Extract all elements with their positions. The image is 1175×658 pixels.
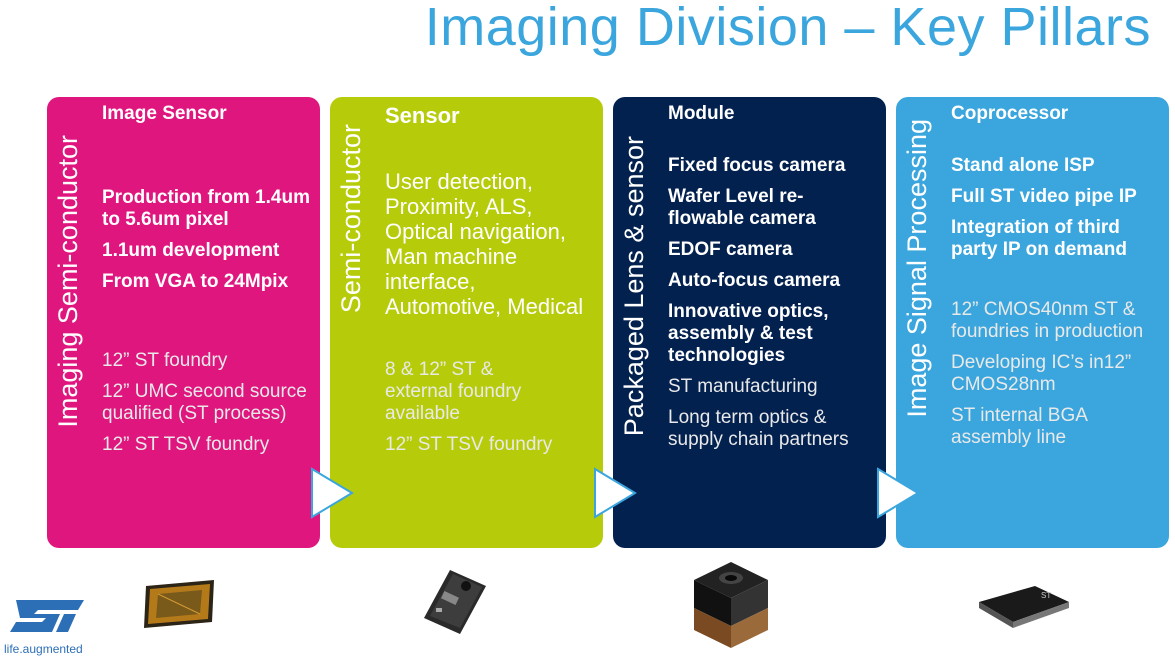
logo-tagline: life.augmented [4,642,83,656]
svg-text:ST: ST [1041,591,1051,600]
pillar-content: Coprocessor Stand alone ISP Full ST vide… [951,103,1161,449]
primary-item: Integration of third party IP on demand [951,217,1127,260]
page-title: Imaging Division – Key Pillars [424,0,1151,57]
chevron-right-icon [594,467,637,519]
chevron-right-icon [311,467,354,519]
secondary-item: Developing IC’s in12” CMOS28nm [951,352,1132,395]
image-sensor-chip-image [144,580,214,628]
pillar-vertical-label: Packaged Lens & sensor [619,135,649,436]
primary-item: Wafer Level re-flowable camera [668,186,816,229]
secondary-item: ST internal BGA assembly line [951,405,1087,448]
primary-item: Innovative optics, assembly & test techn… [668,301,829,366]
pillar-content: Image Sensor Production from 1.4um to 5.… [102,103,312,456]
pillar-heading: Image Sensor [102,103,227,124]
pillar-heading: Module [668,103,735,124]
pillar-content: Module Fixed focus camera Wafer Level re… [668,103,878,451]
pillar-vertical-label: Semi-conductor [336,123,366,313]
primary-item: From VGA to 24Mpix [102,271,289,292]
pillar-image-sensor: Imaging Semi-conductor Image Sensor Prod… [47,97,320,548]
primary-item: Fixed focus camera [668,155,846,176]
primary-item: 1.1um development [102,240,280,261]
pillar-content: Sensor User detection, Proximity, ALS, O… [385,103,595,456]
primary-item: User detection, Proximity, ALS, Optical … [385,169,584,319]
secondary-item: 12” ST TSV foundry [102,434,270,455]
chevron-right-icon [877,467,920,519]
secondary-item: 12” CMOS40nm ST & foundries in productio… [951,299,1144,342]
secondary-item: 12” ST TSV foundry [385,434,553,455]
camera-module-image [694,562,768,648]
coprocessor-chip-image: ST [979,586,1069,628]
secondary-item: 12” UMC second source qualified (ST proc… [102,381,307,424]
secondary-item: 8 & 12” ST & external foundry available [385,359,522,424]
primary-item: EDOF camera [668,239,793,260]
secondary-item: 12” ST foundry [102,350,228,371]
pillar-heading: Coprocessor [951,103,1069,124]
pillar-vertical-label: Imaging Semi-conductor [53,135,83,428]
pillar-vertical-label: Image Signal Processing [902,119,932,418]
secondary-item: ST manufacturing [668,376,818,397]
secondary-item: Long term optics & supply chain partners [668,407,849,450]
pillar-module: Packaged Lens & sensor Module Fixed focu… [613,97,886,548]
pillar-sensor: Semi-conductor Sensor User detection, Pr… [330,97,603,548]
primary-item: Auto-focus camera [668,270,841,291]
st-logo-icon [10,600,84,632]
pillar-coprocessor: Image Signal Processing Coprocessor Stan… [896,97,1169,548]
primary-item: Stand alone ISP [951,155,1095,176]
sensor-package-image [424,570,486,634]
primary-item: Production from 1.4um to 5.6um pixel [102,187,310,230]
primary-item: Full ST video pipe IP [951,186,1137,207]
pillar-heading: Sensor [385,103,460,128]
